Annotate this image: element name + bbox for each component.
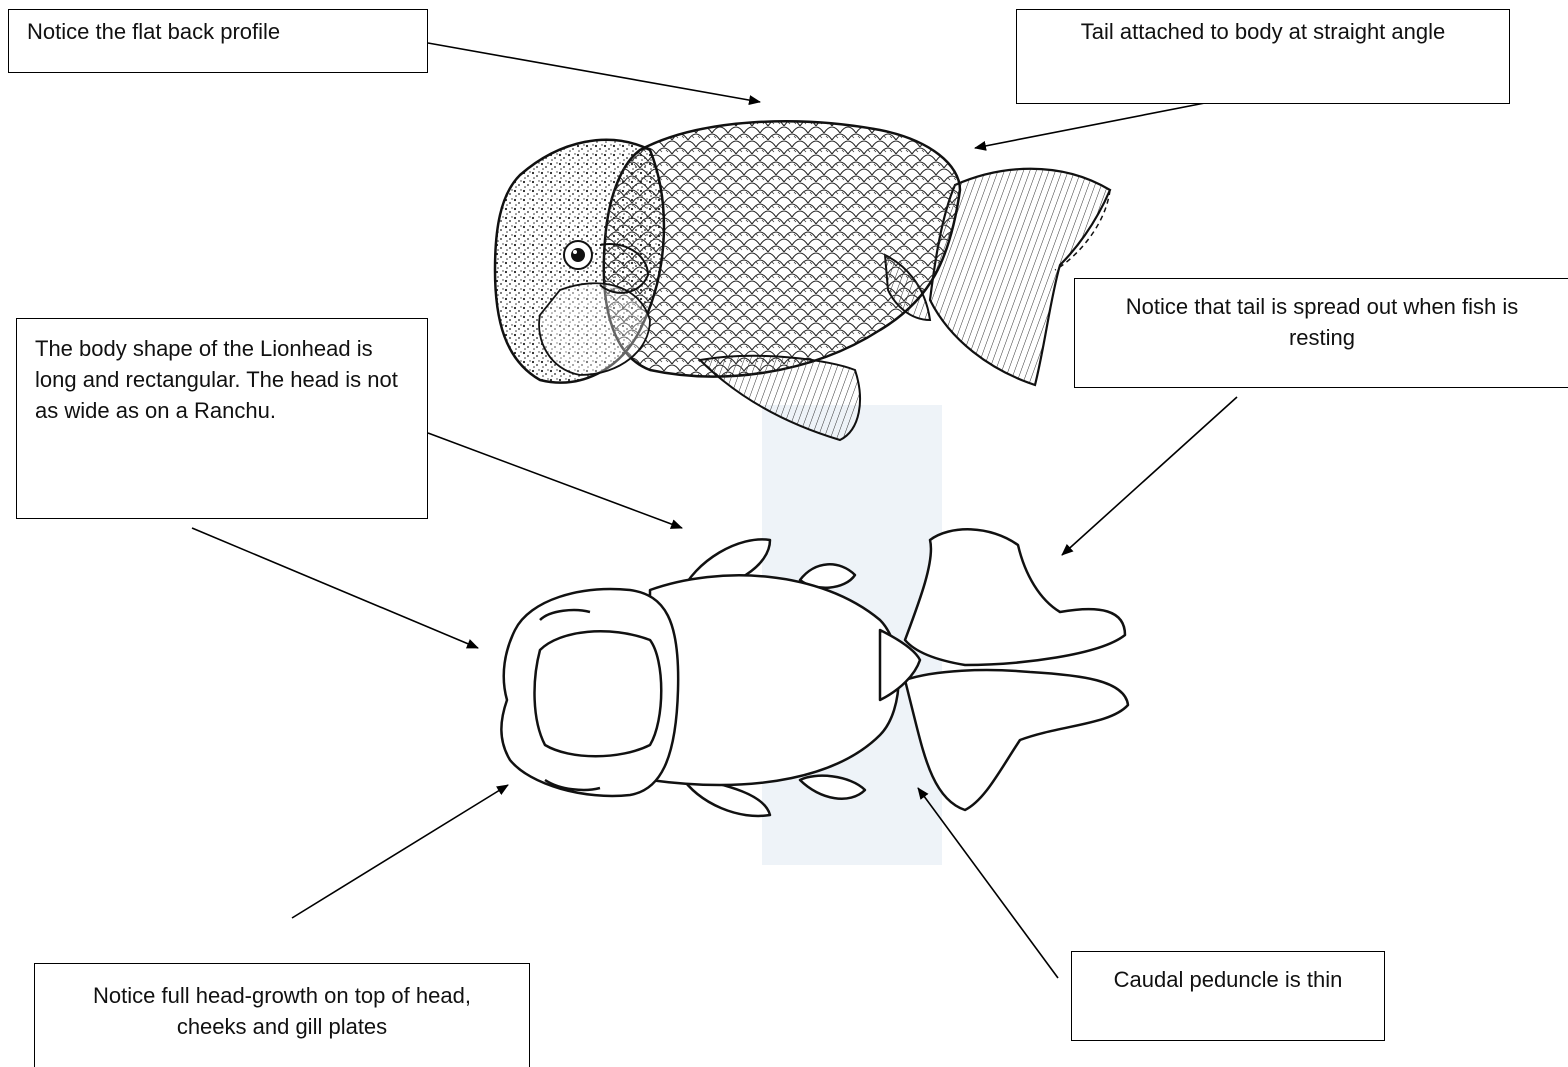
arrow-peduncle xyxy=(918,788,1058,978)
callout-flat-back-text: Notice the flat back profile xyxy=(27,19,280,44)
arrow-body-shape xyxy=(428,433,682,528)
callout-tail-angle: Tail attached to body at straight angle xyxy=(1016,9,1510,104)
callout-tail-spread-text: Notice that tail is spread out when fish… xyxy=(1126,294,1519,350)
arrow-tail-angle xyxy=(975,102,1210,148)
callout-head-growth-text: Notice full head-growth on top of head, … xyxy=(93,983,471,1039)
arrow-head-growth xyxy=(292,785,508,918)
callout-body-shape: The body shape of the Lionhead is long a… xyxy=(16,318,428,519)
side-view-goldfish xyxy=(495,121,1110,440)
callout-tail-angle-text: Tail attached to body at straight angle xyxy=(1081,19,1445,44)
arrow-body-shape-2 xyxy=(192,528,478,648)
callout-head-growth: Notice full head-growth on top of head, … xyxy=(34,963,530,1067)
top-view-goldfish xyxy=(501,529,1128,816)
arrow-flat-back xyxy=(428,43,760,102)
callout-flat-back: Notice the flat back profile xyxy=(8,9,428,73)
callout-peduncle: Caudal peduncle is thin xyxy=(1071,951,1385,1041)
arrow-tail-spread xyxy=(1062,397,1237,555)
callout-peduncle-text: Caudal peduncle is thin xyxy=(1114,967,1343,992)
callout-body-shape-text: The body shape of the Lionhead is long a… xyxy=(35,336,398,423)
callout-tail-spread: Notice that tail is spread out when fish… xyxy=(1074,278,1568,388)
